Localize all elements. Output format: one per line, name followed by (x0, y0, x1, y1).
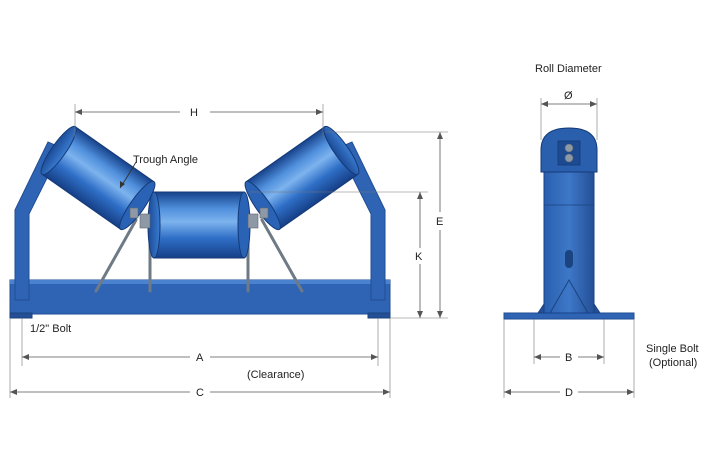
e-label: E (436, 216, 443, 228)
a-arrow-left (22, 354, 29, 360)
trough-angle-label: Trough Angle (133, 154, 198, 166)
single-bolt-label: Single Bolt (646, 343, 699, 355)
k-arrow-bottom (417, 311, 423, 318)
bolt-label: 1/2" Bolt (30, 323, 71, 335)
shaft-bolt-right-wing (259, 207, 269, 219)
side-bracket (543, 149, 595, 314)
side-shaft-block (557, 140, 581, 166)
d-label: D (565, 387, 573, 399)
right-wing-roll (244, 125, 360, 231)
k-arrow-top (417, 192, 423, 199)
front-view: Trough Angle H E K 1/2" Bolt A (9, 104, 448, 399)
side-base-plate (503, 312, 635, 320)
d-arrow-left (504, 389, 511, 395)
b-arrow-left (534, 354, 541, 360)
side-bracket-notch (549, 278, 589, 314)
c-arrow-right (383, 389, 390, 395)
a-arrow-right (371, 354, 378, 360)
trough-angle-arrowhead (120, 181, 125, 188)
e-arrow-bottom (437, 311, 443, 318)
side-shaft-bolt-top (564, 143, 574, 153)
right-outer-strut (260, 218, 304, 293)
a-label: A (196, 352, 204, 364)
left-bracket (14, 141, 63, 301)
left-outer-strut (94, 218, 138, 293)
side-shaft-bolt-bottom (564, 153, 574, 163)
k-label: K (415, 251, 423, 263)
diameter-arrow-left (541, 101, 548, 107)
center-roll (147, 191, 251, 259)
base-frame (9, 279, 391, 315)
left-foot (9, 312, 33, 319)
roll-diameter-label: Roll Diameter (535, 63, 602, 75)
side-mounting-slot (565, 250, 573, 268)
e-arrow-top (437, 132, 443, 139)
b-arrow-right (597, 354, 604, 360)
b-label: B (565, 352, 572, 364)
c-label: C (196, 387, 204, 399)
diameter-symbol: Ø (564, 90, 573, 102)
c-arrow-left (10, 389, 17, 395)
h-arrow-left (75, 109, 82, 115)
d-arrow-right (627, 389, 634, 395)
side-view: Roll Diameter Ø B (503, 63, 699, 399)
single-bolt-optional-label: (Optional) (649, 357, 697, 369)
shaft-bolt-left (139, 213, 151, 229)
shaft-bolt-right (247, 213, 259, 229)
clearance-label: (Clearance) (247, 369, 304, 381)
right-bracket (337, 141, 386, 301)
diameter-arrow-right (590, 101, 597, 107)
base-frame-top-edge (10, 280, 390, 284)
h-label: H (190, 107, 198, 119)
h-arrow-right (316, 109, 323, 115)
right-foot (367, 312, 391, 319)
left-wing-roll (40, 125, 156, 231)
shaft-bolt-left-wing (129, 207, 139, 219)
